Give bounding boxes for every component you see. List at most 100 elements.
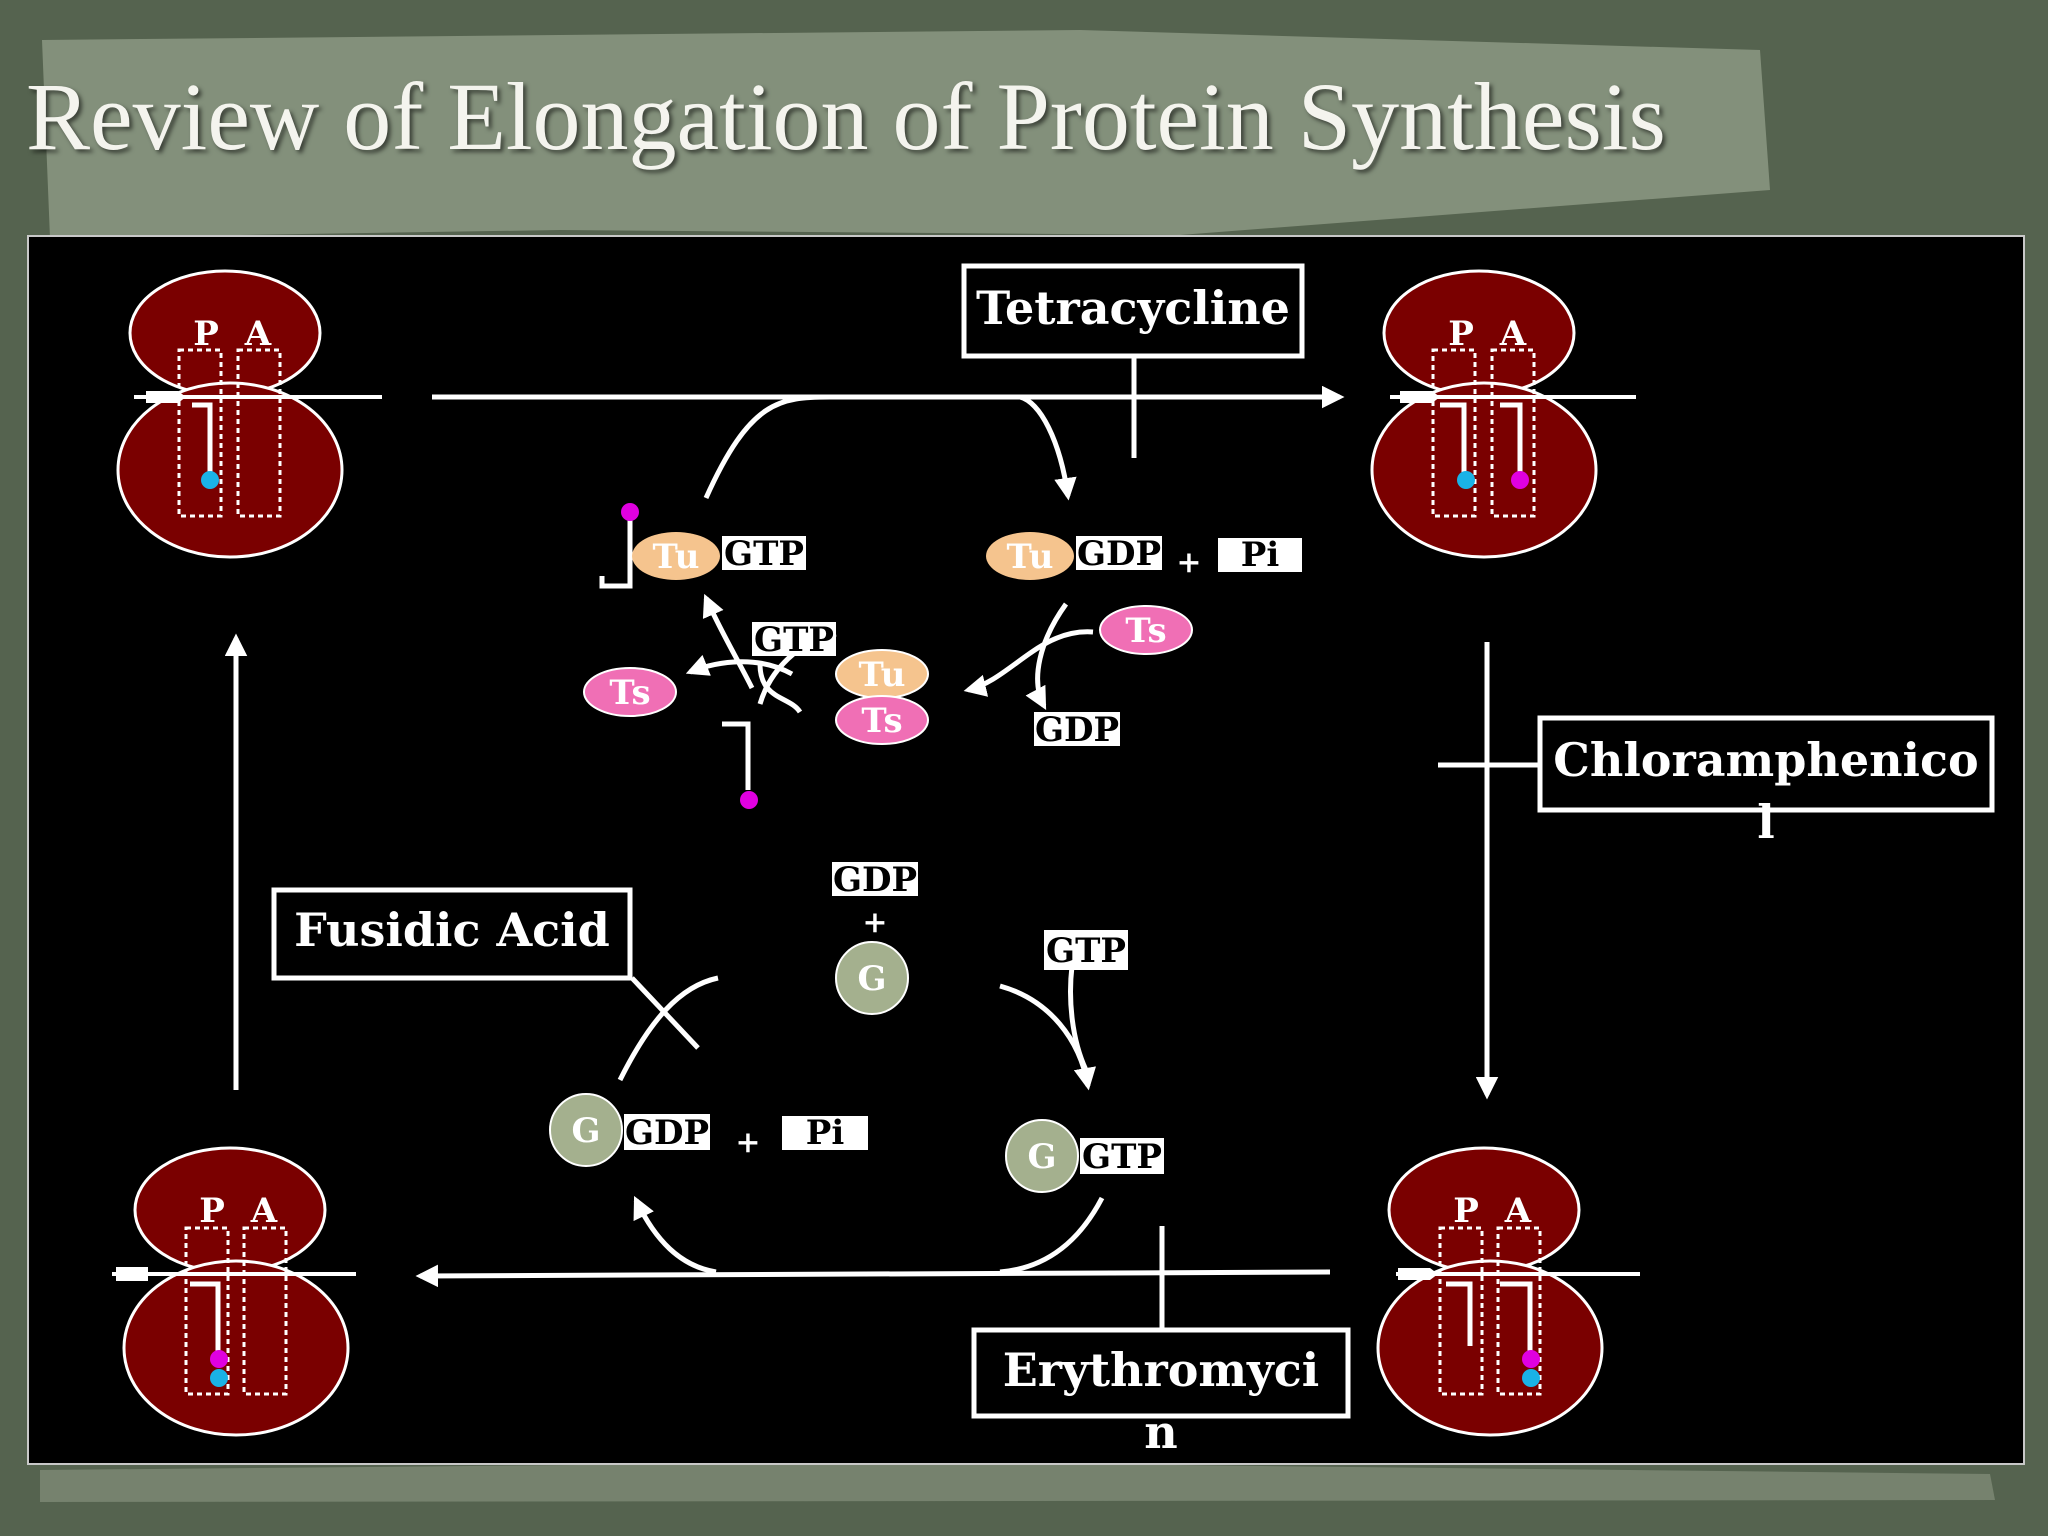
p-site-label: P: [199, 1191, 225, 1231]
mrna-start-marker: [1398, 1268, 1438, 1280]
gtp-box: [722, 536, 806, 570]
trna-aminoacyl: [722, 721, 751, 790]
g-circle: [1005, 1119, 1079, 1193]
tu-label: Tu: [653, 537, 700, 577]
p-site-label: P: [1453, 1191, 1479, 1231]
ts-incoming: Ts: [1099, 605, 1193, 655]
erythromycin-label-line2: n: [1144, 1405, 1177, 1459]
g-circle: [835, 941, 909, 1015]
ef-tu-cycle: [685, 394, 1094, 714]
tu-ts-complex: Tu Ts: [835, 649, 929, 745]
p-site-box: [184, 1226, 230, 1396]
ribosome-small-subunit: [128, 269, 322, 397]
aminoacyl-dot: [1511, 471, 1529, 489]
gdp-g-pool: GDP + G: [832, 860, 918, 1015]
gtp-label: GTP: [1046, 931, 1126, 971]
plus-sign: +: [735, 1125, 760, 1160]
p-site-label: P: [193, 314, 219, 354]
trna-peptidyl: [192, 402, 213, 478]
a-site-box: [1490, 348, 1536, 518]
ts-label: Ts: [861, 701, 902, 741]
arrow-g-gdp-recycle: [617, 975, 719, 1082]
peptidyl-dot: [1457, 471, 1475, 489]
gdp-box: [832, 862, 918, 896]
fusidic-acid-label: Fusidic Acid: [294, 903, 610, 957]
ribosome-small-subunit: [1387, 1146, 1581, 1274]
a-site-label: A: [1504, 1191, 1532, 1231]
aminoacyl-dot: [740, 791, 758, 809]
gdp-box: [1076, 536, 1162, 570]
arrow-gtp-to-g: [1068, 965, 1089, 1072]
diagram-panel: [27, 235, 2025, 1465]
g-gtp-complex: G GTP: [1005, 1119, 1164, 1193]
gtp-box: [752, 622, 836, 656]
mrna-start-marker: [116, 1267, 148, 1281]
slide-title: Review of Elongation of Protein Synthesi…: [26, 63, 1666, 170]
aminoacyl-dot: [210, 1369, 228, 1387]
chloramphenicol-inhibitor: Chloramphenico l: [1438, 715, 1995, 849]
p-site-box: [177, 348, 223, 518]
a-site-label: A: [250, 1191, 278, 1231]
g-label: G: [857, 959, 886, 999]
g-gdp-complex: G GDP + Pi: [549, 1093, 868, 1167]
g-label: G: [1027, 1137, 1056, 1177]
gtp-incoming: GTP: [752, 620, 836, 660]
ribosome-large-subunit: [1370, 381, 1598, 559]
a-site-label: A: [1499, 314, 1527, 354]
gdp-label: GDP: [1077, 534, 1161, 574]
title-banner: [42, 30, 1770, 238]
gdp-label: GDP: [625, 1113, 709, 1153]
p-site-box: [1431, 348, 1477, 518]
g-label: G: [571, 1111, 600, 1151]
pi-label: Pi: [806, 1113, 845, 1153]
gtp-for-g: GTP: [1044, 930, 1128, 971]
erythromycin-inhibitor: Erythromyci n: [971, 1226, 1351, 1459]
tu-oval: [632, 532, 720, 580]
pi-box: [1218, 538, 1302, 572]
ribosome-top-left: P A: [116, 269, 382, 559]
ribosome-large-subunit: [122, 1259, 350, 1437]
arrow-tu-gtp-delivery: [703, 394, 960, 500]
g-circle: [549, 1093, 623, 1167]
ef-g-cycle: [617, 965, 1105, 1275]
plus-sign: +: [862, 905, 887, 940]
tetracycline-inhibitor: Tetracycline: [961, 263, 1305, 458]
gtp-label: GTP: [1082, 1137, 1162, 1177]
gtp-box: [1080, 1138, 1164, 1174]
peptidyl-dot: [210, 1350, 228, 1368]
ts-released: Ts: [583, 667, 677, 717]
ribosome-small-subunit: [133, 1146, 327, 1274]
pi-label: Pi: [1241, 535, 1280, 575]
ts-label: Ts: [609, 673, 650, 713]
ribosome-bottom-left: P A: [112, 1146, 356, 1437]
aminoacyl-dot: [201, 471, 219, 489]
arrow-trna-binding: [757, 663, 803, 714]
ternary-complex: Tu GTP: [599, 503, 806, 589]
ts-oval: [1099, 605, 1193, 655]
mrna-start-marker: [1400, 391, 1440, 403]
trna-peptidyl: [1500, 1281, 1533, 1356]
arrow-gtp-to-tu: [702, 593, 755, 690]
pi-box: [782, 1116, 868, 1150]
trna-aminoacyl: [1500, 402, 1523, 478]
label-box: [971, 1327, 1351, 1419]
ribosome-large-subunit: [116, 381, 344, 559]
gtp-label: GTP: [724, 534, 804, 574]
label-box: [961, 263, 1305, 359]
tetracycline-label: Tetracycline: [976, 281, 1290, 335]
aminoacyl-dot: [1522, 1369, 1540, 1387]
ts-label: Ts: [1125, 611, 1166, 651]
gtp-box: [1044, 930, 1128, 970]
arrow-tu-gdp-release: [1019, 394, 1077, 501]
trna-peptidyl: [190, 1281, 221, 1358]
gdp-box: [624, 1114, 710, 1150]
chloramphenicol-label-line1: Chloramphenico: [1553, 733, 1978, 787]
arrow-g-gdp-release: [633, 1195, 717, 1275]
tu-label: Tu: [1007, 537, 1054, 577]
gdp-released: GDP: [1034, 710, 1120, 750]
p-site-box: [1438, 1226, 1484, 1396]
gdp-label: GDP: [1035, 710, 1119, 750]
ribosome-small-subunit: [1382, 269, 1576, 397]
mrna-start-marker: [146, 391, 186, 403]
